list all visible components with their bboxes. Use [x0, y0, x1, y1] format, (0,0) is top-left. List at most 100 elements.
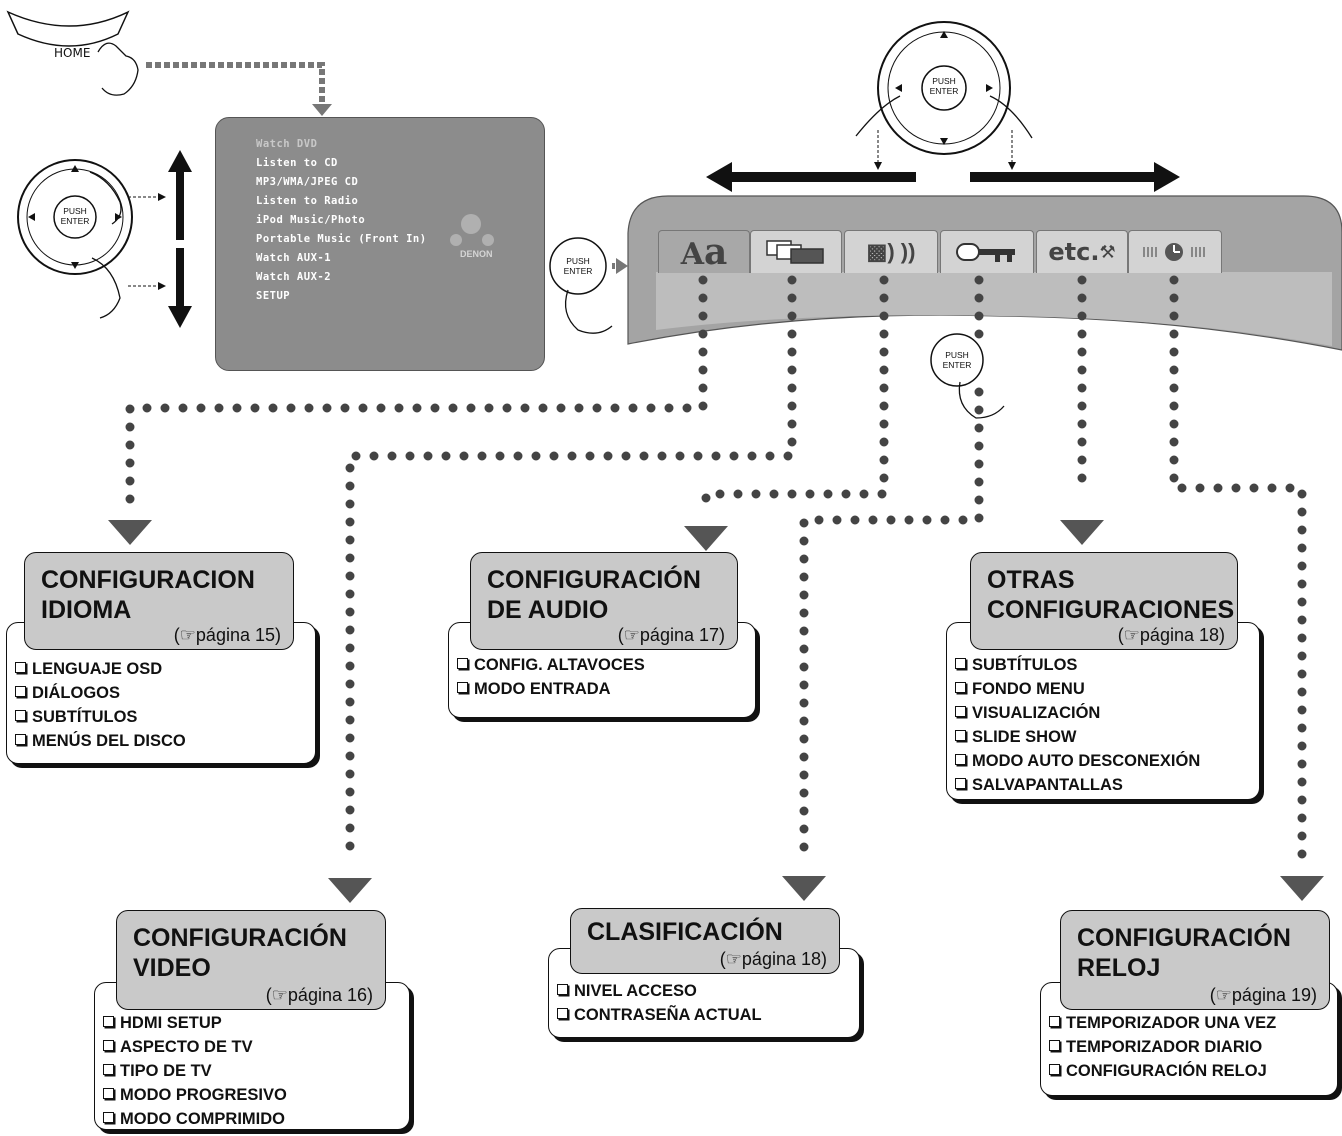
- enter-text: ENTER: [942, 360, 972, 370]
- checkbox-icon: [15, 734, 26, 745]
- tab-etc[interactable]: etc.⚒: [1036, 230, 1128, 273]
- list-item[interactable]: SALVAPANTALLAS: [955, 773, 1200, 797]
- logo-dot: [482, 234, 494, 246]
- wrench-icon: ⚒: [1099, 241, 1116, 263]
- tab-audio[interactable]: ▩) )): [844, 230, 938, 273]
- push-enter-label-mid[interactable]: PUSH ENTER: [563, 256, 593, 276]
- checkbox-icon: [955, 682, 966, 693]
- push-text: PUSH: [566, 256, 590, 266]
- list-item[interactable]: VISUALIZACIÓN: [955, 701, 1200, 725]
- page-ref: (☞página 19): [1209, 985, 1317, 1005]
- hand-pointer-icon: ☞: [725, 949, 742, 969]
- checkbox-icon: [457, 682, 468, 693]
- menu-item-radio[interactable]: Listen to Radio: [256, 195, 359, 207]
- tab-clock[interactable]: [1128, 230, 1222, 273]
- list-item[interactable]: NIVEL ACCESO: [557, 979, 762, 1003]
- list-item[interactable]: LENGUAJE OSD: [15, 657, 186, 681]
- checkbox-icon: [1049, 1064, 1060, 1075]
- page-ref: (☞página 18): [1117, 625, 1225, 645]
- checkbox-icon: [557, 1008, 568, 1019]
- menu-item-portable[interactable]: Portable Music (Front In): [256, 233, 427, 245]
- menu-item-listen-cd[interactable]: Listen to CD: [256, 157, 338, 169]
- list-item[interactable]: MODO COMPRIMIDO: [103, 1107, 287, 1131]
- push-text: PUSH: [945, 350, 969, 360]
- tab-language[interactable]: Aa: [658, 230, 750, 273]
- page-ref: (☞página 18): [719, 949, 827, 969]
- list-item[interactable]: HDMI SETUP: [103, 1011, 287, 1035]
- push-text: PUSH: [932, 76, 956, 86]
- checkbox-icon: [955, 658, 966, 669]
- checkbox-icon: [103, 1064, 114, 1075]
- list-item[interactable]: DIÁLOGOS: [15, 681, 186, 705]
- menu-item-aux1[interactable]: Watch AUX-1: [256, 252, 332, 264]
- speaker-icon: ▩) )): [866, 239, 916, 264]
- logo-dot: [450, 234, 462, 246]
- list-item[interactable]: MENÚS DEL DISCO: [15, 729, 186, 753]
- list-item[interactable]: TEMPORIZADOR UNA VEZ: [1049, 1011, 1276, 1035]
- hand-pointer-icon: ☞: [179, 625, 196, 645]
- menu-item-watch-dvd[interactable]: Watch DVD: [256, 138, 318, 150]
- list-item[interactable]: CONFIGURACIÓN RELOJ: [1049, 1059, 1276, 1083]
- checkbox-icon: [955, 706, 966, 717]
- checkbox-icon: [103, 1040, 114, 1051]
- list-item[interactable]: TIPO DE TV: [103, 1059, 287, 1083]
- tab-rating[interactable]: [940, 230, 1034, 273]
- home-label: HOME: [54, 46, 91, 60]
- logo-circle: [461, 214, 481, 234]
- checkbox-icon: [103, 1088, 114, 1099]
- page-ref: (☞página 16): [265, 985, 373, 1005]
- menu-item-ipod[interactable]: iPod Music/Photo: [256, 214, 366, 226]
- language-icon: Aa: [680, 231, 728, 273]
- checkbox-icon: [103, 1016, 114, 1027]
- title-clasificacion: CLASIFICACIÓN: [587, 918, 783, 946]
- menu-item-aux2[interactable]: Watch AUX-2: [256, 271, 332, 283]
- checkbox-icon: [1049, 1016, 1060, 1027]
- list-item[interactable]: SLIDE SHOW: [955, 725, 1200, 749]
- denon-logo: DENON: [460, 249, 493, 259]
- checkbox-icon: [15, 710, 26, 721]
- list-item[interactable]: MODO AUTO DESCONEXIÓN: [955, 749, 1200, 773]
- push-text: PUSH: [63, 206, 87, 216]
- audio-items: CONFIG. ALTAVOCES MODO ENTRADA: [457, 653, 645, 701]
- list-item[interactable]: ASPECTO DE TV: [103, 1035, 287, 1059]
- checkbox-icon: [955, 778, 966, 789]
- checkbox-icon: [557, 984, 568, 995]
- menu-item-mp3[interactable]: MP3/WMA/JPEG CD: [256, 176, 359, 188]
- enter-text: ENTER: [563, 266, 593, 276]
- menu-item-setup[interactable]: SETUP: [256, 290, 291, 302]
- checkbox-icon: [955, 754, 966, 765]
- card-otras: SUBTÍTULOS FONDO MENU VISUALIZACIÓN SLID…: [946, 622, 1260, 800]
- list-item[interactable]: MODO ENTRADA: [457, 677, 645, 701]
- checkbox-icon: [955, 730, 966, 741]
- key-icon: [956, 243, 1015, 262]
- push-enter-label-top[interactable]: PUSH ENTER: [929, 76, 959, 96]
- list-item[interactable]: CONFIG. ALTAVOCES: [457, 653, 645, 677]
- list-item[interactable]: SUBTÍTULOS: [955, 653, 1200, 677]
- list-item[interactable]: MODO PROGRESIVO: [103, 1083, 287, 1107]
- list-item[interactable]: CONTRASEÑA ACTUAL: [557, 1003, 762, 1027]
- clasificacion-items: NIVEL ACCESO CONTRASEÑA ACTUAL: [557, 979, 762, 1027]
- hand-icon: [97, 42, 139, 96]
- osd-home-menu: Watch DVD Listen to CD MP3/WMA/JPEG CD L…: [215, 117, 545, 371]
- list-item[interactable]: FONDO MENU: [955, 677, 1200, 701]
- card-video: HDMI SETUP ASPECTO DE TV TIPO DE TV MODO…: [94, 982, 410, 1130]
- checkbox-icon: [103, 1112, 114, 1123]
- list-item[interactable]: TEMPORIZADOR DIARIO: [1049, 1035, 1276, 1059]
- push-enter-label-left[interactable]: PUSH ENTER: [60, 206, 90, 226]
- push-enter-label-key[interactable]: PUSH ENTER: [942, 350, 972, 370]
- hand-pointer-icon: ☞: [1215, 985, 1232, 1005]
- video-items: HDMI SETUP ASPECTO DE TV TIPO DE TV MODO…: [103, 1011, 287, 1131]
- checkbox-icon: [15, 686, 26, 697]
- enter-text: ENTER: [929, 86, 959, 96]
- list-item[interactable]: SUBTÍTULOS: [15, 705, 186, 729]
- tab-video[interactable]: [750, 230, 842, 273]
- clock-icon: [1143, 243, 1205, 261]
